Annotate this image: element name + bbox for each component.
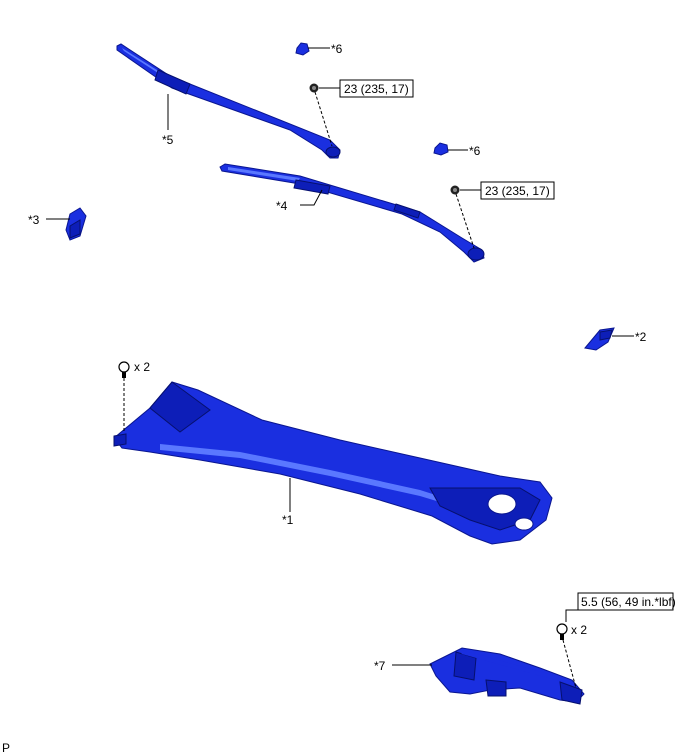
torque-box-upper-arm (339, 79, 414, 98)
torque-label-motor: 5.5 (56, 49 in.*lbf) (581, 595, 676, 609)
wiper-arm-cap-upper (295, 42, 310, 56)
motor-bolt-icon (556, 623, 568, 640)
wiper-motor-and-link (429, 647, 585, 705)
front-wiper-arm-upper (116, 43, 341, 159)
callout-5: *5 (162, 133, 174, 147)
callout-6-lower: *6 (469, 144, 481, 158)
callout-1: *1 (282, 513, 294, 527)
cowl-top-ventilator-louver (113, 381, 553, 545)
arm-nut-upper-icon (309, 83, 319, 93)
quantity-motor-bolt: x 2 (571, 623, 587, 637)
torque-label-upper-arm: 23 (235, 17) (344, 82, 409, 96)
callout-7: *7 (374, 659, 386, 673)
arm-nut-lower-icon (450, 185, 460, 195)
wiper-arm-cap-lower (433, 142, 449, 156)
cowl-side-clip-left (65, 207, 87, 241)
quantity-cowl-clip: x 2 (134, 360, 150, 374)
corner-mark: P (2, 741, 10, 755)
callout-4: *4 (276, 199, 288, 213)
torque-box-lower-arm (480, 181, 555, 200)
front-wiper-arm-lower (219, 163, 485, 263)
torque-label-lower-arm: 23 (235, 17) (485, 184, 550, 198)
leader-c4 (300, 189, 323, 206)
callout-2: *2 (635, 330, 647, 344)
cowl-clip-icon (118, 361, 130, 378)
callout-6-upper: *6 (331, 42, 343, 56)
torque-box-motor (577, 592, 674, 611)
callout-3: *3 (28, 213, 40, 227)
cowl-side-clip-right (584, 327, 615, 351)
